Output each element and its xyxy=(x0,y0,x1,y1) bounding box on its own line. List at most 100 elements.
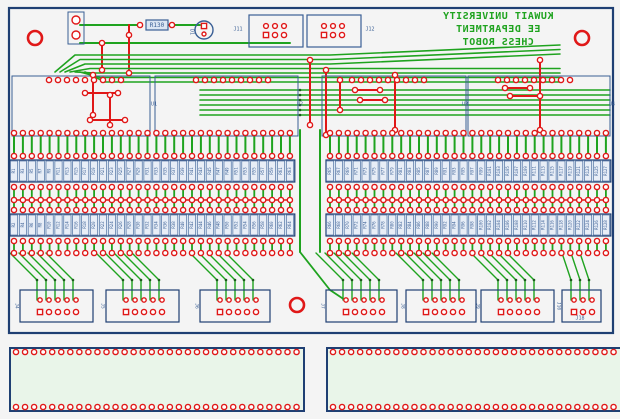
resistor-label: R1 xyxy=(11,168,16,173)
pad xyxy=(19,152,27,160)
pad xyxy=(353,196,361,204)
resistor-body xyxy=(512,214,521,236)
resistor-label: R71 xyxy=(354,167,359,175)
resistor-body xyxy=(512,160,521,182)
resistor-label: R52 xyxy=(234,221,239,229)
resistor-label: R107 xyxy=(514,166,519,176)
strip-left-strip xyxy=(9,347,305,412)
resistor-body xyxy=(152,214,161,236)
strip-pad-top xyxy=(601,348,608,356)
pad xyxy=(64,183,71,191)
resistor-body xyxy=(72,160,81,182)
resistor-label: R70 xyxy=(345,221,350,229)
resistor-label: R113 xyxy=(541,166,546,176)
strip-pad-top xyxy=(565,348,572,356)
pad xyxy=(513,249,521,257)
pad xyxy=(179,237,187,245)
resistor-label: R25 xyxy=(118,167,123,175)
strip-pad-bottom xyxy=(393,403,400,411)
strip-pad-bottom xyxy=(537,403,545,411)
pad xyxy=(264,76,272,84)
pad xyxy=(117,206,125,214)
strip-pad-top xyxy=(121,348,128,356)
pad xyxy=(411,76,419,84)
pad xyxy=(179,206,187,214)
pad xyxy=(549,129,556,137)
pad xyxy=(469,237,476,245)
pad xyxy=(250,196,258,204)
pad xyxy=(170,196,178,204)
strip-pad-top xyxy=(438,348,445,356)
pad xyxy=(540,129,547,137)
resistor-label: R34 xyxy=(153,221,158,229)
pad xyxy=(179,196,187,204)
resistor-label: R20 xyxy=(91,221,96,229)
strip-pad-bottom xyxy=(420,403,427,411)
pad xyxy=(268,206,276,214)
resistor-body xyxy=(214,214,223,236)
pad xyxy=(206,206,214,214)
pad xyxy=(188,183,196,191)
pad xyxy=(344,196,352,204)
pad xyxy=(89,71,97,79)
resistor-body xyxy=(459,160,468,182)
pad xyxy=(46,196,53,204)
pad xyxy=(593,152,601,160)
pad xyxy=(150,297,156,303)
resistor-body xyxy=(477,214,486,236)
pad xyxy=(495,196,503,204)
via xyxy=(368,278,372,282)
pad xyxy=(388,206,396,214)
pad xyxy=(549,183,556,191)
pad xyxy=(144,206,151,214)
pad xyxy=(242,206,249,214)
pad xyxy=(63,76,71,84)
pad xyxy=(442,206,450,214)
resistor-body xyxy=(601,214,610,236)
pad xyxy=(353,206,361,214)
resistor-body xyxy=(495,160,503,182)
pad xyxy=(197,206,205,214)
resistor-body xyxy=(361,214,370,236)
pad xyxy=(197,152,205,160)
pad xyxy=(99,249,107,257)
connector-J10-label: J10 xyxy=(556,302,562,310)
resistor-label: R119 xyxy=(567,166,572,176)
pad xyxy=(46,152,53,160)
pad xyxy=(19,206,27,214)
pad xyxy=(495,249,503,257)
strip-pad-top xyxy=(393,348,400,356)
resistor-body xyxy=(81,160,90,182)
pad xyxy=(250,237,258,245)
pad xyxy=(268,152,276,160)
strip-pad-bottom xyxy=(601,403,608,411)
pad xyxy=(558,237,565,245)
pad xyxy=(250,152,258,160)
pad xyxy=(37,152,45,160)
pad xyxy=(286,249,294,257)
bus-trace xyxy=(59,48,561,73)
resistor-label: R91 xyxy=(443,167,448,175)
square-pad xyxy=(36,308,44,316)
pad xyxy=(90,152,98,160)
pad xyxy=(495,152,503,160)
pad xyxy=(451,249,458,257)
via xyxy=(121,278,125,282)
via xyxy=(523,278,527,282)
strip-pad-top xyxy=(528,348,536,356)
pad xyxy=(126,237,133,245)
pad xyxy=(549,206,556,214)
resistor-body xyxy=(27,160,36,182)
pad xyxy=(361,297,367,303)
pad xyxy=(433,129,441,137)
pad xyxy=(371,249,378,257)
pad xyxy=(360,308,368,316)
pad xyxy=(228,76,236,84)
pad xyxy=(536,56,544,64)
pad xyxy=(188,152,196,160)
resistor-label: R76 xyxy=(372,221,377,229)
resistor-R130-label: R130 xyxy=(150,22,165,29)
resistor-label: R16 xyxy=(73,221,78,229)
strip-pad-bottom xyxy=(347,403,355,411)
resistor-body xyxy=(152,160,161,182)
